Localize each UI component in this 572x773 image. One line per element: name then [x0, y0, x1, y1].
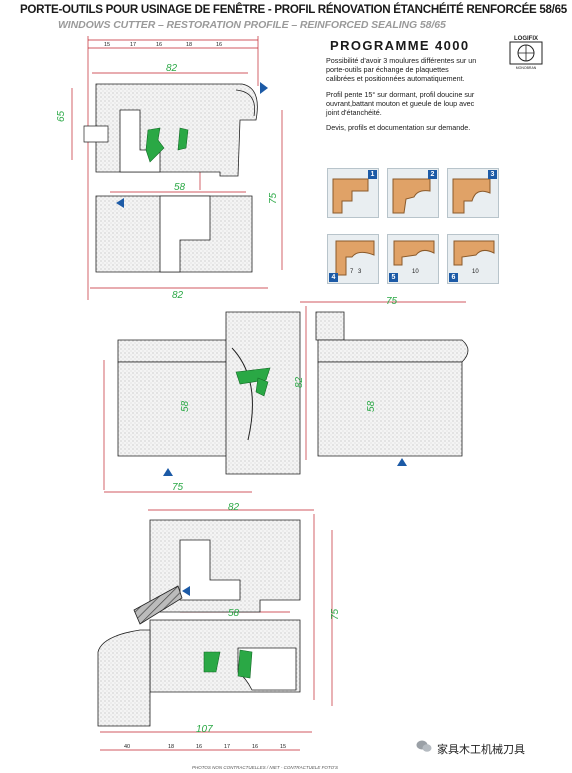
- svg-text:15: 15: [280, 744, 286, 750]
- dim-mid: 58: [174, 182, 186, 193]
- svg-text:15: 15: [104, 42, 110, 48]
- drawing-bottom: 82 75 58 107 40 18 16 17 16 15: [97, 502, 341, 751]
- svg-text:17: 17: [224, 744, 230, 750]
- paragraph: Profil pente 15° sur dormant, profil dou…: [326, 89, 475, 118]
- dim-left-mid: 58: [180, 400, 191, 412]
- dim-top-width: 75: [386, 296, 398, 307]
- svg-text:17: 17: [130, 42, 136, 48]
- logifix-logo: LOGIFIX MONOBRAN: [508, 36, 544, 70]
- watermark: 家具木工机械刀具: [437, 744, 525, 756]
- profile-thumb: 10 5: [387, 234, 439, 284]
- svg-text:10: 10: [472, 269, 479, 275]
- svg-text:16: 16: [196, 744, 202, 750]
- drawing-top: 82 65 75 82 58 15 17 16 18 16: [56, 36, 283, 301]
- svg-text:16: 16: [216, 42, 222, 48]
- programme-title: PROGRAMME 4000: [330, 38, 470, 53]
- profile-thumb: 2: [387, 168, 439, 218]
- dim-height-right: 75: [268, 192, 279, 204]
- profile-thumb: 10 6: [447, 234, 499, 284]
- svg-text:18: 18: [168, 744, 174, 750]
- svg-text:40: 40: [124, 744, 130, 750]
- profile-thumb: 1: [327, 168, 379, 218]
- dim-bottom-width: 82: [172, 290, 184, 301]
- footer-note: PHOTOS NON CONTRACTUELLES / NIET - CONTR…: [192, 765, 338, 770]
- drawing-middle: 75 82 58 58 75: [103, 296, 469, 493]
- dim-top-width: 82: [166, 63, 178, 74]
- dim-bottom-width: 75: [172, 482, 184, 493]
- svg-text:3: 3: [358, 269, 362, 275]
- dim-height: 82: [294, 376, 305, 388]
- paragraph: Possibilité d'avoir 3 moulures différent…: [326, 56, 477, 84]
- svg-text:10: 10: [412, 269, 419, 275]
- wechat-icon: [416, 740, 432, 752]
- logo-name: LOGIFIX: [514, 36, 538, 42]
- dim-right-mid: 58: [366, 400, 377, 412]
- page-subtitle: WINDOWS CUTTER – RESTORATION PROFILE – R…: [58, 19, 446, 31]
- profile-thumb: 7 3 4: [327, 234, 379, 284]
- svg-text:16: 16: [156, 42, 162, 48]
- dim-top-width: 82: [228, 502, 240, 513]
- dim-bottom-width: 107: [196, 724, 213, 735]
- svg-text:18: 18: [186, 42, 192, 48]
- profile-thumb: 3: [447, 168, 499, 218]
- page-title: PORTE-OUTILS POUR USINAGE DE FENÊTRE - P…: [20, 3, 567, 16]
- paragraph: Devis, profils et documentation sur dema…: [326, 123, 471, 133]
- dim-height: 75: [330, 608, 341, 620]
- svg-text:16: 16: [252, 744, 258, 750]
- dim-mid: 58: [228, 608, 240, 619]
- logo-sub: MONOBRAN: [515, 66, 537, 70]
- programme-description: Possibilité d'avoir 3 moulures différent…: [326, 56, 478, 138]
- dim-height-left: 65: [56, 110, 67, 122]
- svg-text:7: 7: [350, 269, 354, 275]
